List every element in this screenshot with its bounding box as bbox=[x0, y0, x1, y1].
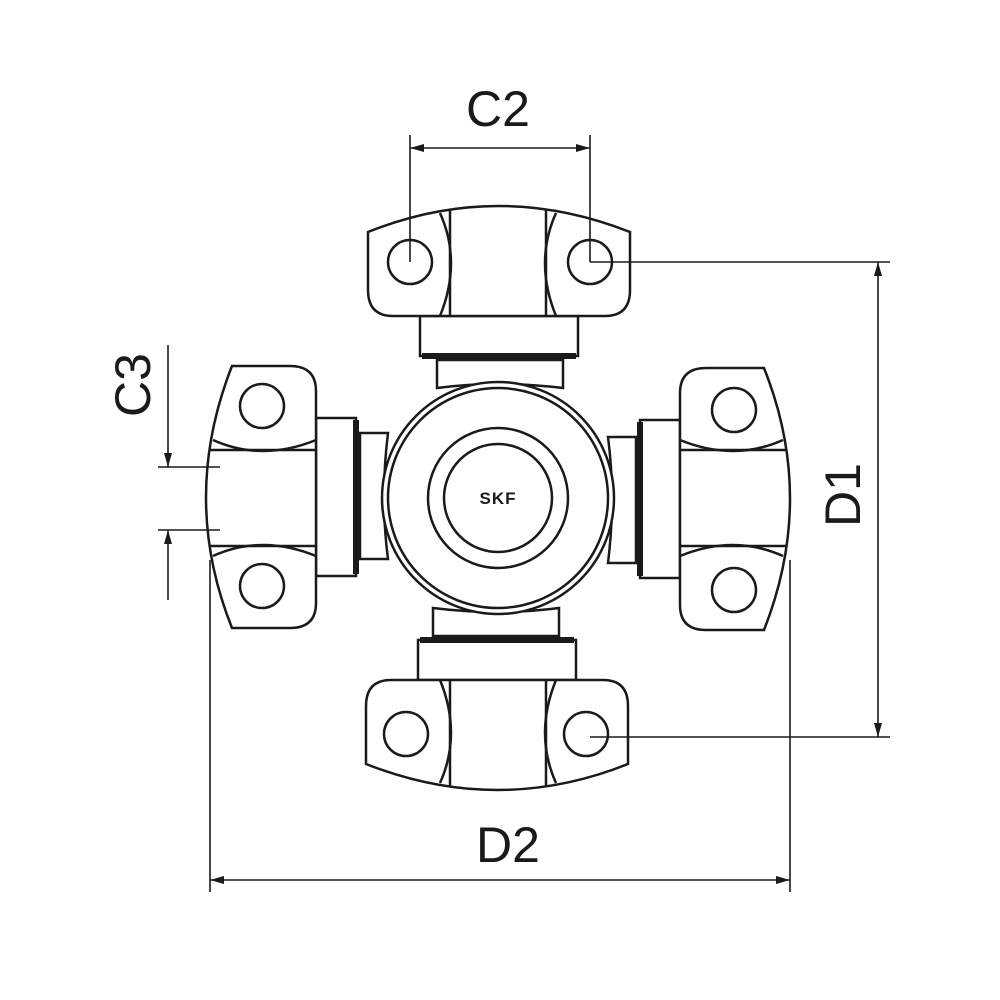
dimension-c2: C2 bbox=[409, 81, 591, 262]
label-d1: D1 bbox=[815, 463, 871, 527]
label-c3: C3 bbox=[105, 353, 161, 417]
cap-left bbox=[206, 366, 388, 628]
skf-logo: SKF bbox=[480, 489, 517, 508]
dimension-d1: D1 bbox=[590, 261, 890, 738]
label-d2: D2 bbox=[476, 817, 540, 873]
dimension-d2: D2 bbox=[209, 560, 791, 892]
label-c2: C2 bbox=[466, 81, 530, 137]
spider-body: SKF bbox=[380, 380, 616, 616]
cap-bottom bbox=[366, 608, 628, 790]
cap-right bbox=[608, 368, 790, 630]
dimension-c3: C3 bbox=[105, 345, 220, 600]
